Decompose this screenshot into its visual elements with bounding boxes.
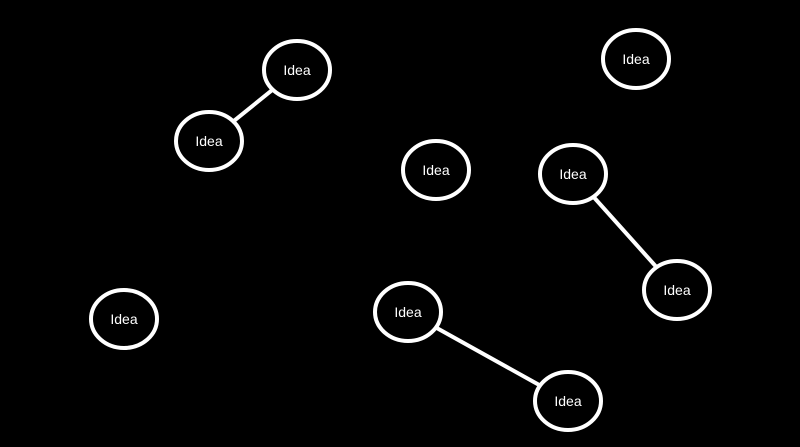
nodes-layer: Idea Idea Idea Idea Idea Idea Idea Idea: [89, 28, 712, 432]
idea-node[interactable]: Idea: [262, 39, 332, 101]
idea-node-ellipse: [262, 39, 332, 101]
idea-node-ellipse: [642, 259, 712, 321]
idea-node[interactable]: Idea: [601, 28, 671, 90]
idea-node[interactable]: Idea: [89, 288, 159, 350]
idea-node-ellipse: [538, 143, 608, 205]
idea-node-label: Idea: [422, 162, 449, 178]
idea-node-label: Idea: [554, 393, 581, 409]
idea-node-ellipse: [401, 139, 471, 201]
idea-node-ellipse: [533, 370, 603, 432]
idea-node[interactable]: Idea: [642, 259, 712, 321]
idea-node-label: Idea: [195, 133, 222, 149]
idea-node-label: Idea: [559, 166, 586, 182]
idea-node[interactable]: Idea: [533, 370, 603, 432]
idea-node[interactable]: Idea: [174, 110, 244, 172]
idea-node-label: Idea: [622, 51, 649, 67]
idea-node[interactable]: Idea: [538, 143, 608, 205]
idea-node[interactable]: Idea: [373, 281, 443, 343]
idea-node-ellipse: [373, 281, 443, 343]
idea-node-ellipse: [601, 28, 671, 90]
idea-node-label: Idea: [394, 304, 421, 320]
idea-node-label: Idea: [110, 311, 137, 327]
idea-node[interactable]: Idea: [401, 139, 471, 201]
idea-node-ellipse: [174, 110, 244, 172]
idea-node-ellipse: [89, 288, 159, 350]
idea-node-label: Idea: [283, 62, 310, 78]
idea-node-label: Idea: [663, 282, 690, 298]
